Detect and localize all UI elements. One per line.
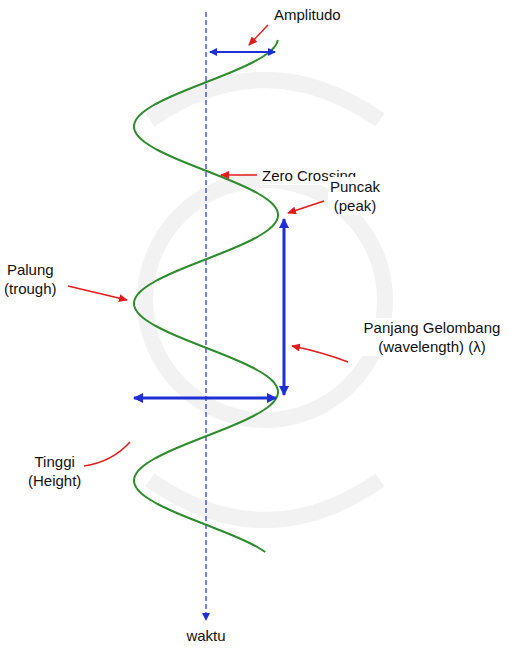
height-arrow xyxy=(134,397,276,400)
leader-line xyxy=(288,201,324,213)
wavelength-arrow xyxy=(283,219,286,395)
wavelength-label: Panjang Gelombang (wavelength) (λ) xyxy=(345,318,519,356)
peak-label: Puncak (peak) xyxy=(328,177,382,215)
leader-line xyxy=(68,286,127,300)
amplitude-label: Amplitudo xyxy=(272,5,343,24)
trough-label: Palung (trough) xyxy=(2,260,59,298)
leader-line xyxy=(221,174,257,176)
sine-wave xyxy=(134,40,278,552)
time-label: waktu xyxy=(184,626,227,645)
leader-line xyxy=(249,25,268,45)
watermark xyxy=(145,80,385,520)
leader-line xyxy=(292,346,348,362)
time-axis xyxy=(205,12,206,620)
amplitude-arrow xyxy=(210,51,275,53)
height-label: Tinggi (Height) xyxy=(26,452,83,490)
leader-line xyxy=(84,442,130,466)
